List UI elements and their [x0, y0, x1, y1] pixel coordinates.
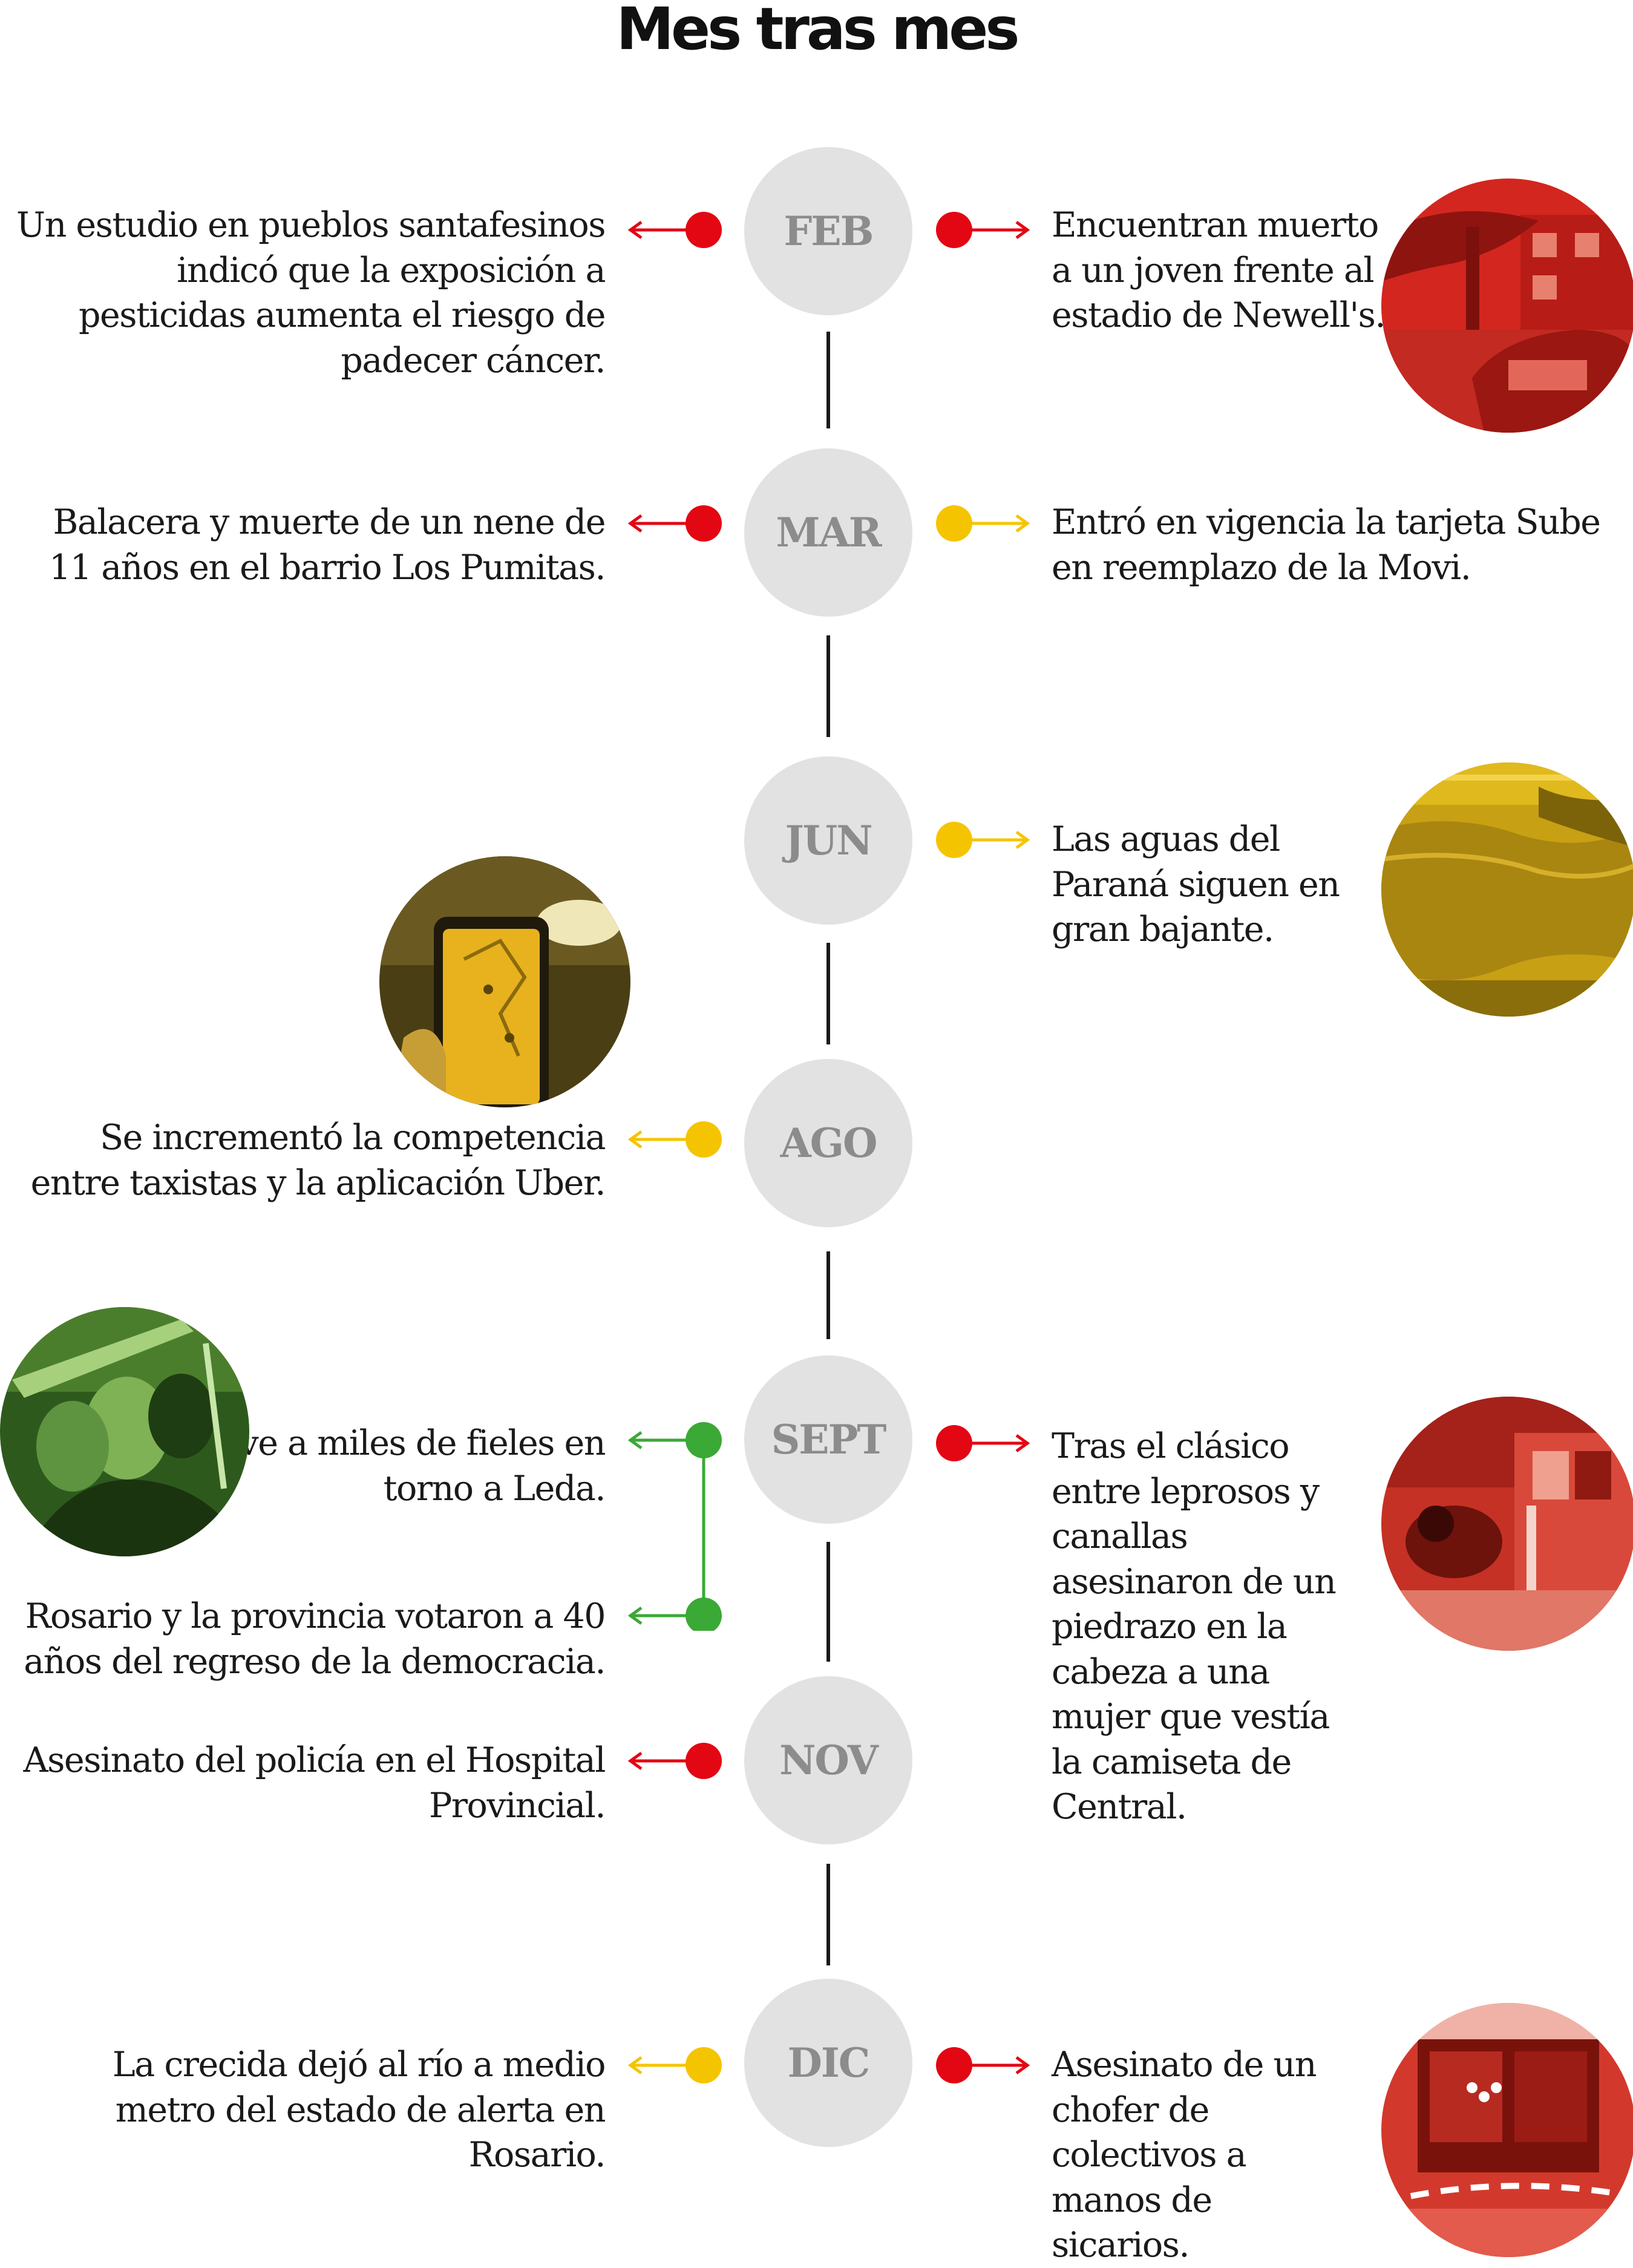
timeline-spine [826, 332, 830, 428]
arrow-dot-icon [627, 1743, 722, 1779]
month-feb: FEB [744, 147, 912, 315]
arrow-dot-icon [627, 212, 722, 248]
month-nov: NOV [744, 1676, 912, 1844]
timeline-spine [826, 943, 830, 1044]
event-mar-right: Entró en vigencia la tarjeta Sube en ree… [1052, 502, 1601, 588]
month-mar: MAR [744, 448, 912, 617]
event-dic-right: Asesinato de un chofer de colectivos a m… [1052, 2045, 1317, 2265]
arrow-dot-icon [627, 505, 722, 542]
month-ago: AGO [744, 1059, 912, 1227]
event-sept-left-2: Rosario y la provincia votaron a 40 años… [24, 1596, 606, 1682]
arrow-dot-icon [936, 822, 1030, 858]
arrow-dot-icon [627, 1121, 722, 1158]
photo-street-car [1381, 179, 1633, 433]
photo-bus [1381, 2003, 1633, 2257]
photo-stadium [1381, 1397, 1633, 1651]
photo-phone-app [379, 856, 630, 1107]
arrow-dot-icon [936, 212, 1030, 248]
arrow-dot-icon [936, 1425, 1030, 1461]
month-sept: SEPT [744, 1355, 912, 1524]
month-jun: JUN [744, 756, 912, 925]
event-feb-left: Un estudio en pueblos santafesinos indic… [16, 205, 606, 381]
event-mar-left: Balacera y muerte de un nene de 11 años … [49, 502, 606, 588]
photo-crowd [0, 1307, 249, 1556]
month-dic: DIC [744, 1979, 912, 2147]
timeline-spine [826, 635, 830, 737]
timeline-spine [826, 1251, 830, 1339]
event-jun-right: Las aguas del Paraná siguen en gran baja… [1052, 819, 1340, 949]
timeline-spine [826, 1864, 830, 1965]
event-nov-left: Asesinato del policía en el Hospital Pro… [23, 1740, 606, 1826]
arrow-dot-icon [936, 2047, 1030, 2083]
arrow-dot-branch-icon [627, 1422, 722, 1631]
event-ago-left: Se incrementó la competencia entre taxis… [30, 1118, 606, 1203]
event-dic-left: La crecida dejó al río a medio metro del… [112, 2045, 606, 2175]
page-title: Mes tras mes [616, 0, 1019, 63]
photo-river [1381, 762, 1633, 1017]
arrow-dot-icon [627, 2047, 722, 2083]
event-feb-right: Encuentran muerto a un joven frente al e… [1052, 205, 1386, 335]
event-sept-right: Tras el clásico entre leprosos y canalla… [1052, 1426, 1337, 1827]
arrow-dot-icon [936, 505, 1030, 542]
timeline-spine [826, 1542, 830, 1662]
